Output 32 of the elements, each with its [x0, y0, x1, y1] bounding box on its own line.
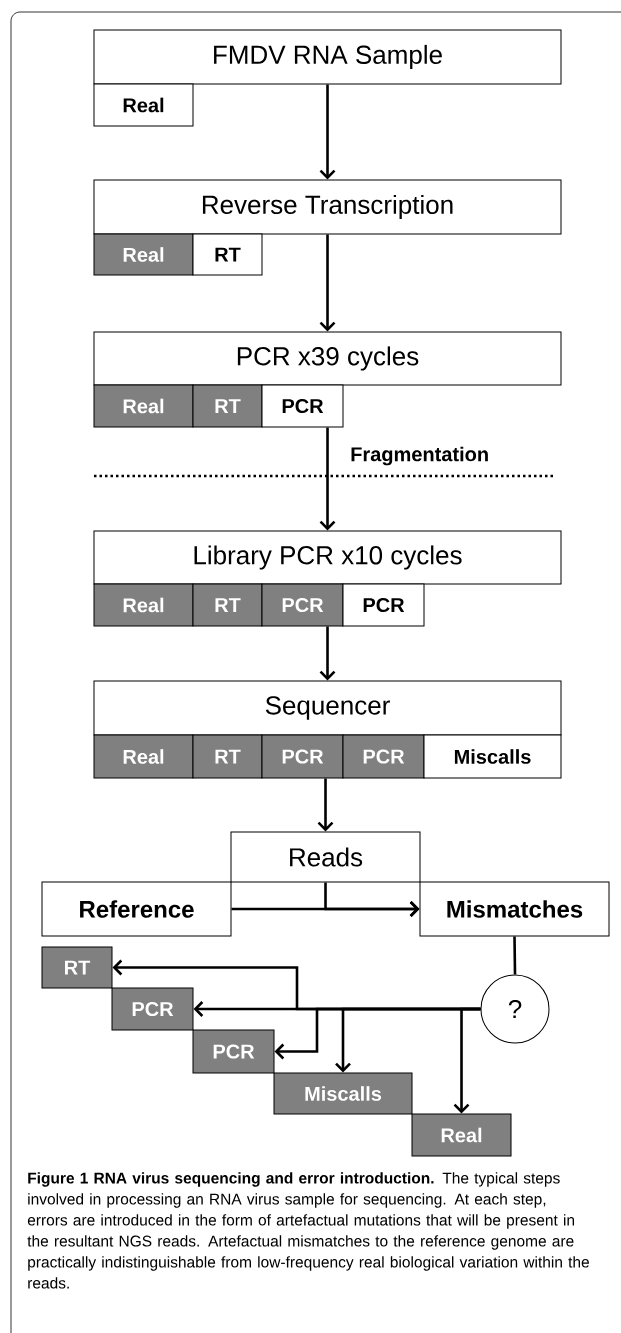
step-label: Fragmentation — [351, 446, 488, 466]
error-segment: Real — [93, 583, 194, 627]
process-box: Reads — [230, 831, 421, 883]
error-segment: RT — [41, 946, 113, 989]
error-segment: RT — [192, 384, 263, 428]
arrow — [317, 778, 334, 832]
error-segment: Real — [93, 384, 194, 428]
figure-caption: Figure 1 RNA virus sequencing and error introduction. The typical steps involved in processing an RNA virus sample for sequencing. At each step, errors are introduced in the form of artefactual mutations that will be present in the resultant NGS reads. Artefactual mismatches to the reference genome are practically indistinguishable from low-frequency real biological variation within the reads. — [27, 1172, 589, 1289]
arrow — [319, 84, 336, 180]
process-box: Reference — [41, 881, 232, 937]
error-segment: Real — [93, 83, 194, 127]
arrow — [231, 901, 420, 917]
error-segment: PCR — [342, 583, 425, 627]
arrow — [319, 427, 336, 531]
error-segment: Real — [93, 233, 194, 276]
error-segment: PCR — [111, 987, 194, 1031]
error-segment: PCR — [192, 1029, 275, 1074]
error-segment: PCR — [261, 734, 344, 779]
error-segment: RT — [192, 233, 263, 276]
error-segment: PCR — [261, 583, 344, 627]
error-segment: Real — [411, 1113, 512, 1157]
arrow — [319, 234, 336, 332]
error-segment: RT — [192, 734, 263, 779]
error-segment: PCR — [342, 734, 425, 779]
error-segment: Miscalls — [273, 1072, 413, 1115]
error-segment: Miscalls — [423, 734, 562, 779]
process-box: Mismatches — [419, 881, 610, 937]
error-segment: RT — [192, 583, 263, 627]
error-segment: Real — [93, 734, 194, 779]
arrow — [453, 1007, 481, 1114]
arrow — [319, 626, 336, 681]
error-segment: PCR — [261, 384, 344, 428]
